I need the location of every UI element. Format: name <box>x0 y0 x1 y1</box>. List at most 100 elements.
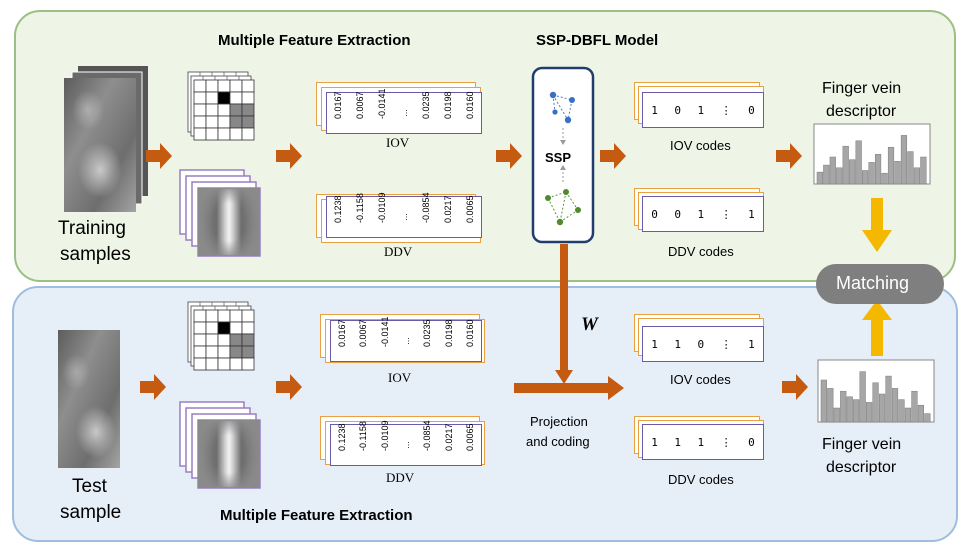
training-sample-images <box>64 66 148 212</box>
iov-codes-label-bottom: IOV codes <box>670 372 731 387</box>
descriptor-label-bottom-line1: Finger vein <box>822 436 902 453</box>
model-title: SSP-DBFL Model <box>536 32 659 49</box>
code-value: ⋮ <box>720 103 732 117</box>
histogram-bar <box>866 402 873 423</box>
test-panel <box>12 286 958 542</box>
descriptor-histogram-top <box>816 135 927 185</box>
descriptor-label-top-line1: Finger vein <box>822 80 902 97</box>
gabor-filter-icon-bottom <box>179 401 261 489</box>
grid-cell <box>241 309 255 323</box>
yellow-arrow-up-shaft <box>871 318 883 356</box>
flow-arrows <box>140 143 808 400</box>
vector-value: ... <box>400 337 411 345</box>
vector-value: -0.0854 <box>422 420 433 451</box>
grid-cell <box>229 79 243 93</box>
grid-cell <box>241 345 255 359</box>
training-samples-label-line2: samples <box>60 244 131 265</box>
grid-cell <box>217 127 231 141</box>
code-value: ⋮ <box>720 207 732 221</box>
grid-cell <box>229 91 243 105</box>
histogram-bar <box>849 159 856 185</box>
vector-value: ... <box>399 213 409 221</box>
vector-value: -0.1158 <box>358 421 369 451</box>
ddv-label-top: DDV <box>384 244 413 259</box>
arrow-right <box>600 143 626 169</box>
yellow-arrow-down-head <box>862 230 892 252</box>
vector-value: 0.0235 <box>422 319 433 347</box>
histogram-bar <box>878 393 886 423</box>
histogram-bar <box>823 164 830 185</box>
vector-value: 0.0217 <box>443 195 453 223</box>
grid-cell <box>229 321 243 335</box>
grid-cell <box>193 321 207 335</box>
grid-cell <box>193 115 207 129</box>
vector-value: 0.0167 <box>333 91 343 119</box>
grid-cell <box>241 321 255 335</box>
yellow-arrow-down-shaft <box>871 198 883 232</box>
descriptor-histogram-bottom <box>820 371 931 423</box>
histogram-bar <box>920 156 927 185</box>
vector-value: 0.0067 <box>355 91 365 119</box>
code-value: 1 <box>748 337 755 351</box>
histogram-bar <box>827 388 834 423</box>
grid-cell <box>241 333 255 347</box>
vector-value: ... <box>399 109 409 117</box>
training-panel <box>14 10 956 282</box>
vector-value: 0.0160 <box>465 319 476 347</box>
arrow-right <box>496 143 522 169</box>
lbp-grid-icon-top <box>187 71 255 141</box>
test-sample-label-line2: sample <box>60 502 122 523</box>
arrow-right <box>782 374 808 400</box>
vector-value: 0.0198 <box>443 319 454 347</box>
histogram-bar <box>913 167 920 185</box>
histogram-bar <box>846 396 853 423</box>
code-value: 1 <box>697 207 705 221</box>
grid-cell <box>205 333 219 347</box>
arrow-right <box>146 143 172 169</box>
histogram-bar <box>881 172 888 185</box>
grid-cell <box>217 333 231 347</box>
grid-cell <box>193 91 207 105</box>
histogram-bar <box>924 413 931 423</box>
grid-cell <box>217 103 231 117</box>
vector-value: 0.0160 <box>465 91 475 119</box>
grid-cell <box>193 103 207 117</box>
histogram-bar <box>887 147 895 185</box>
test-sample-image <box>58 330 120 468</box>
histogram-bar <box>872 382 879 423</box>
arrow-right <box>776 143 802 169</box>
vector-value: 0.1238 <box>336 423 347 451</box>
histogram-bar <box>833 407 840 423</box>
code-value: 1 <box>697 103 705 117</box>
grid-cell <box>229 357 243 371</box>
grid-cell <box>241 103 255 117</box>
grid-cell <box>193 357 207 371</box>
ssp-label: SSP <box>545 150 572 165</box>
histogram-bar <box>911 390 918 423</box>
arrow-right <box>276 374 302 400</box>
grid-cell <box>205 115 219 129</box>
w-label: W <box>581 314 598 335</box>
grid-cell <box>205 309 219 323</box>
grid-cell <box>205 321 219 335</box>
vector-value: 0.0065 <box>465 195 475 223</box>
top-extraction-title: Multiple Feature Extraction <box>218 32 411 49</box>
grid-cell <box>241 91 255 105</box>
grid-cell <box>205 357 219 371</box>
code-value: 0 <box>748 103 755 117</box>
histogram-bar <box>885 375 892 423</box>
histogram-bar <box>840 390 847 423</box>
grid-cell <box>217 357 231 371</box>
code-value: 1 <box>651 435 658 449</box>
code-value: 0 <box>674 103 681 117</box>
histogram-bar <box>898 399 905 423</box>
training-samples-label-line1: Training <box>58 218 126 239</box>
yellow-arrow-up-head <box>862 300 892 320</box>
grid-cell <box>217 91 231 105</box>
